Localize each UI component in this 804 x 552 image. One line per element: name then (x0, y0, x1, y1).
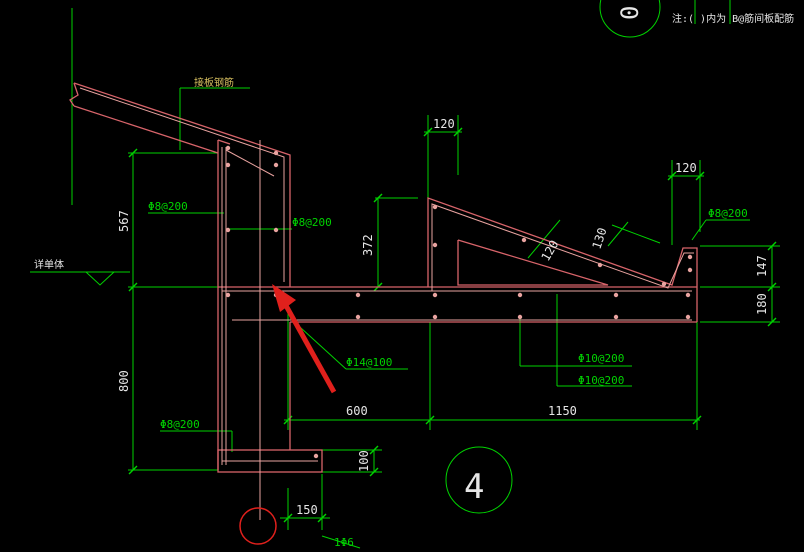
rebar-dist-2: Φ10@200 (578, 374, 624, 387)
dim-150: 150 (296, 503, 318, 517)
rebar-base-stirrup: Φ8@200 (160, 418, 200, 431)
concrete-outline (69, 82, 698, 473)
detail-circle-top (599, 0, 661, 38)
dim-147: 147 (755, 255, 769, 277)
dim-130-slope: 130 (590, 226, 610, 251)
top-right-note: 注:( )内为 B@筋间板配筋 (672, 12, 794, 25)
rebar-inner-stirrup: Φ8@200 (292, 216, 332, 229)
rebar-right-stirrup: Φ8@200 (708, 207, 748, 220)
annotation-texts: 注:( )内为 B@筋间板配筋 接板钢筋 详单体 120 120 567 372… (34, 12, 794, 549)
dimension-ticks (128, 127, 777, 523)
detail-circle-top-label: 0 (616, 6, 644, 20)
dim-120-right: 120 (675, 161, 697, 175)
ground-level-label: 详单体 (34, 258, 64, 271)
section-mark-circle (445, 446, 513, 514)
dim-800: 800 (117, 370, 131, 392)
top-left-leader-label: 接板钢筋 (194, 76, 234, 89)
dimension-lines (30, 0, 780, 549)
rebar-dist-1: Φ10@200 (578, 352, 624, 365)
dim-120-top: 120 (433, 117, 455, 131)
rebar-wall-stirrup: Φ8@200 (148, 200, 188, 213)
section-mark-number: 4 (464, 467, 484, 507)
dim-372: 372 (361, 234, 375, 256)
rebar-base-bar: 1Φ6 (334, 536, 354, 549)
dim-567: 567 (117, 210, 131, 232)
dim-100: 100 (357, 450, 371, 472)
rebar-lines (79, 87, 694, 520)
rebar-dots (225, 145, 693, 459)
dim-180: 180 (755, 293, 769, 315)
red-arrow-pointer (272, 284, 337, 394)
dim-1150: 1150 (548, 404, 577, 418)
dim-600: 600 (346, 404, 368, 418)
grid-axis-circle (239, 507, 277, 545)
rebar-bottom-main: Φ14@100 (346, 356, 392, 369)
